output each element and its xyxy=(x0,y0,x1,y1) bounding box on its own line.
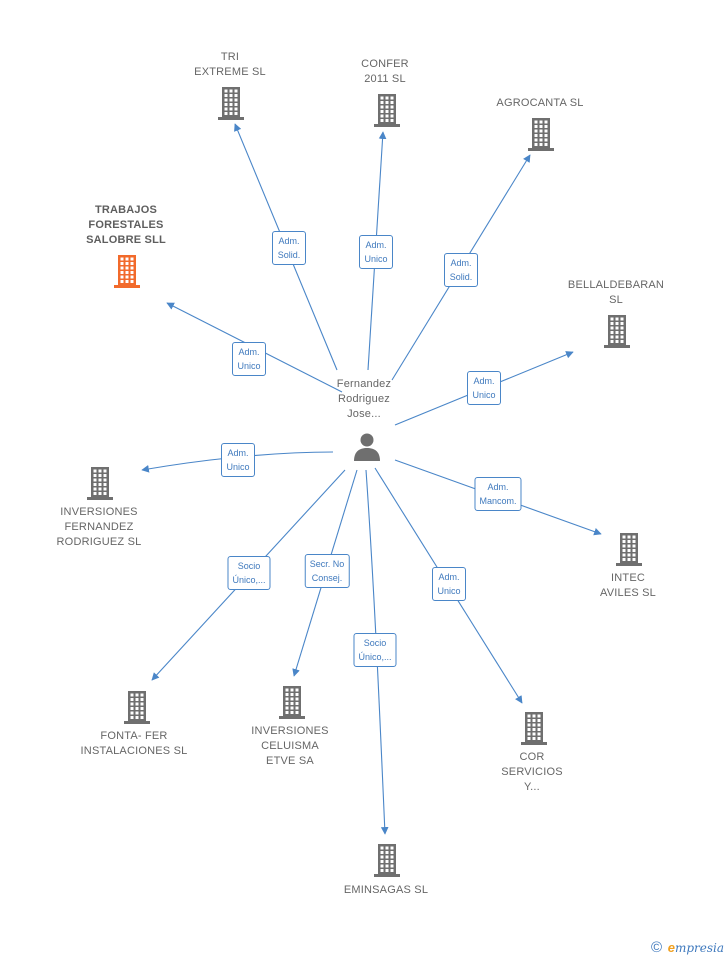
building-icon xyxy=(87,467,113,500)
building-icon xyxy=(521,712,547,745)
company-node-trabajos[interactable] xyxy=(112,254,142,293)
company-label-eminsagas[interactable]: EMINSAGAS SL xyxy=(343,884,429,896)
role-badge-intec[interactable]: Adm. Mancom. xyxy=(474,477,522,511)
company-label-agrocanta[interactable]: AGROCANTA SL xyxy=(496,97,584,109)
role-badge-inversiones_fr[interactable]: Adm. Unico xyxy=(221,443,255,477)
company-node-fonta[interactable] xyxy=(122,690,152,729)
role-badge-eminsagas[interactable]: Socio Único,... xyxy=(353,633,397,667)
company-label-cor[interactable]: COR SERVICIOS Y... xyxy=(501,751,563,793)
building-icon xyxy=(114,255,140,288)
person-label[interactable]: Fernandez Rodriguez Jose... xyxy=(336,378,392,420)
person-node[interactable] xyxy=(352,432,382,467)
role-badge-fonta[interactable]: Socio Único,... xyxy=(227,556,271,590)
role-badge-tri[interactable]: Adm. Solid. xyxy=(272,231,306,265)
company-node-inversiones_fr[interactable] xyxy=(85,466,115,505)
company-node-inversiones_ce[interactable] xyxy=(277,685,307,724)
role-badge-trabajos[interactable]: Adm. Unico xyxy=(232,342,266,376)
company-label-inversiones_fr[interactable]: INVERSIONES FERNANDEZ RODRIGUEZ SL xyxy=(56,506,142,548)
role-badge-agrocanta[interactable]: Adm. Solid. xyxy=(444,253,478,287)
footer-brand: © empresia xyxy=(651,939,724,956)
role-badge-bellaldebaran[interactable]: Adm. Unico xyxy=(467,371,501,405)
building-icon xyxy=(616,533,642,566)
role-badge-cor[interactable]: Adm. Unico xyxy=(432,567,466,601)
company-node-agrocanta[interactable] xyxy=(526,117,556,156)
brand-name: mpresia xyxy=(674,941,724,955)
company-node-intec[interactable] xyxy=(614,532,644,571)
company-label-inversiones_ce[interactable]: INVERSIONES CELUISMA ETVE SA xyxy=(251,725,329,767)
company-node-confer[interactable] xyxy=(372,93,402,132)
company-label-bellaldebaran[interactable]: BELLALDEBARAN SL xyxy=(567,279,665,306)
building-icon xyxy=(374,844,400,877)
role-badge-confer[interactable]: Adm. Unico xyxy=(359,235,393,269)
company-node-cor[interactable] xyxy=(519,711,549,750)
company-label-tri[interactable]: TRI EXTREME SL xyxy=(194,51,266,78)
building-icon xyxy=(279,686,305,719)
building-icon xyxy=(604,315,630,348)
company-node-bellaldebaran[interactable] xyxy=(602,314,632,353)
company-label-confer[interactable]: CONFER 2011 SL xyxy=(361,58,409,85)
company-label-fonta[interactable]: FONTA- FER INSTALACIONES SL xyxy=(80,730,188,757)
building-icon xyxy=(528,118,554,151)
copyright-symbol: © xyxy=(651,939,663,956)
building-icon xyxy=(124,691,150,724)
company-node-tri[interactable] xyxy=(216,86,246,125)
role-badge-inversiones_ce[interactable]: Secr. No Consej. xyxy=(304,554,350,588)
company-node-eminsagas[interactable] xyxy=(372,843,402,882)
brand-initial: e xyxy=(667,940,675,955)
company-label-intec[interactable]: INTEC AVILES SL xyxy=(599,572,657,599)
building-icon xyxy=(218,87,244,120)
building-icon xyxy=(374,94,400,127)
company-label-trabajos[interactable]: TRABAJOS FORESTALES SALOBRE SLL xyxy=(86,204,166,246)
person-icon xyxy=(354,433,380,461)
